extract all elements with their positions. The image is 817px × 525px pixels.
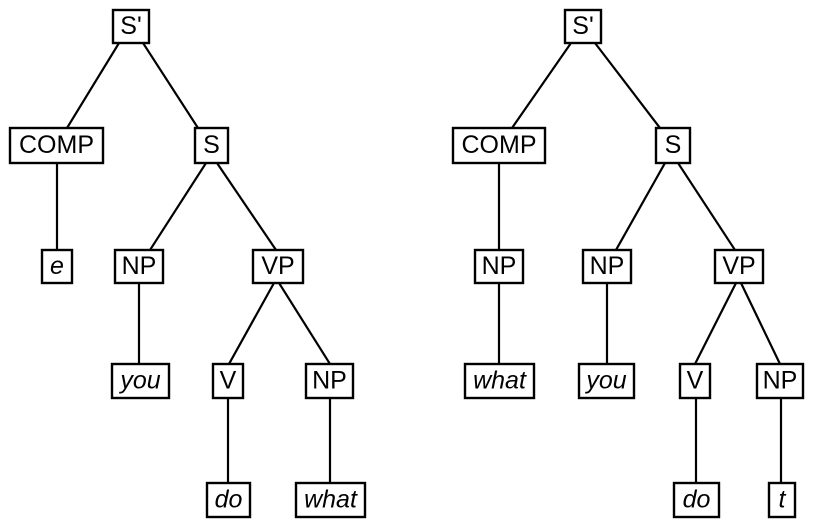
deep-structure-tree-branches <box>55 41 332 485</box>
node-label-l-what: what <box>304 486 358 514</box>
node-box-r-do <box>672 481 721 519</box>
node-box-r-t <box>767 481 797 519</box>
node-r-t: t <box>767 481 797 519</box>
node-label-l-np1: NP <box>122 252 157 280</box>
branch-l-vp-to-l-v <box>227 281 276 366</box>
branch-r-s-to-r-vp <box>676 161 737 252</box>
node-label-l-s: S <box>203 131 220 159</box>
node-r-sbar: S' <box>563 8 603 45</box>
node-box-l-e <box>40 248 74 285</box>
node-label-r-np0: NP <box>482 252 517 280</box>
node-l-v: V <box>211 362 245 400</box>
node-box-l-vp <box>251 248 305 285</box>
node-box-l-do <box>205 481 252 519</box>
node-label-l-v: V <box>220 367 237 395</box>
node-label-r-v: V <box>687 367 704 395</box>
node-label-l-do: do <box>215 486 243 514</box>
node-r-np0: NP <box>473 248 525 285</box>
node-label-l-you: you <box>118 367 160 395</box>
node-r-comp: COMP <box>451 126 547 165</box>
branch-l-s-to-l-np1 <box>148 161 208 252</box>
node-label-l-vp: VP <box>261 252 294 280</box>
node-r-do: do <box>672 481 721 519</box>
node-l-do: do <box>205 481 252 519</box>
node-box-r-v <box>678 362 712 400</box>
branch-l-s-to-l-vp <box>215 161 278 252</box>
node-box-r-np1 <box>581 248 633 285</box>
node-box-l-sbar <box>111 8 151 45</box>
node-l-sbar: S' <box>111 8 151 45</box>
node-box-l-np1 <box>113 248 165 285</box>
node-l-what: what <box>294 481 367 519</box>
node-box-r-what <box>463 362 536 400</box>
node-r-v: V <box>678 362 712 400</box>
node-label-r-comp: COMP <box>462 131 537 159</box>
node-box-r-np2 <box>755 362 805 400</box>
node-label-r-vp: VP <box>722 252 755 280</box>
node-label-r-t: t <box>779 486 787 514</box>
node-box-r-sbar <box>563 8 603 45</box>
branch-r-sbar-to-r-comp <box>510 41 573 130</box>
branch-r-s-to-r-np1 <box>614 161 667 252</box>
branch-r-sbar-to-r-s <box>593 41 662 130</box>
node-l-s: S <box>193 126 230 165</box>
node-label-l-np2: NP <box>312 367 347 395</box>
node-label-l-sbar: S' <box>120 12 141 40</box>
node-label-r-s: S <box>665 131 682 159</box>
node-box-r-comp <box>451 126 547 165</box>
node-box-l-np2 <box>304 362 355 400</box>
node-box-r-s <box>654 126 692 165</box>
node-box-l-what <box>294 481 367 519</box>
node-label-l-e: e <box>50 252 64 280</box>
node-box-r-vp <box>713 248 765 285</box>
node-label-r-np2: NP <box>763 367 798 395</box>
node-label-r-what: what <box>473 367 527 395</box>
surface-structure-tree-branches <box>497 41 783 485</box>
node-l-vp: VP <box>251 248 305 285</box>
branch-lines-layer <box>55 41 783 485</box>
node-label-r-you: you <box>584 367 626 395</box>
node-box-l-s <box>193 126 230 165</box>
branch-r-vp-to-r-v <box>693 281 738 366</box>
node-label-r-np1: NP <box>590 252 625 280</box>
branch-l-sbar-to-l-s <box>141 41 200 130</box>
node-box-l-you <box>110 362 171 400</box>
node-box-r-np0 <box>473 248 525 285</box>
node-l-np2: NP <box>304 362 355 400</box>
node-r-what: what <box>463 362 536 400</box>
node-r-np2: NP <box>755 362 805 400</box>
branch-l-vp-to-l-np2 <box>277 281 332 366</box>
node-label-l-comp: COMP <box>19 131 94 159</box>
node-l-e: e <box>40 248 74 285</box>
node-r-s: S <box>654 126 692 165</box>
node-l-you: you <box>110 362 171 400</box>
node-l-np1: NP <box>113 248 165 285</box>
node-box-l-comp <box>8 126 105 165</box>
node-box-r-you <box>577 362 636 400</box>
node-l-comp: COMP <box>8 126 105 165</box>
branch-l-sbar-to-l-comp <box>65 41 121 130</box>
surface-structure-tree-nodes: S' COMP S NP NP VP what you V NP do t <box>451 8 805 519</box>
node-box-l-v <box>211 362 245 400</box>
branch-r-vp-to-r-np2 <box>739 281 782 366</box>
node-label-r-sbar: S' <box>572 12 593 40</box>
node-label-r-do: do <box>683 486 711 514</box>
node-r-vp: VP <box>713 248 765 285</box>
node-r-you: you <box>577 362 636 400</box>
node-r-np1: NP <box>581 248 633 285</box>
